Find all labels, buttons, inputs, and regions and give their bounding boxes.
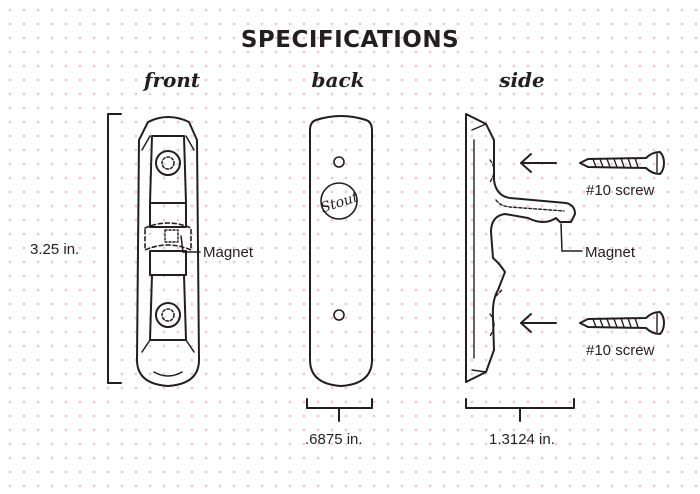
height-dimension-bracket xyxy=(107,113,122,384)
stout-logo-text: Stout xyxy=(319,189,361,216)
front-view-hook xyxy=(136,116,200,387)
height-dimension-label: 3.25 in. xyxy=(30,241,80,258)
screw-label-top: #10 screw xyxy=(586,182,655,199)
back-view-label: back xyxy=(311,68,365,92)
side-magnet-leader xyxy=(560,223,583,252)
side-depth-label: 1.3124 in. xyxy=(489,431,555,448)
back-view-plate xyxy=(309,115,373,387)
arrow-left-icon-bottom xyxy=(520,313,557,333)
side-view-hook xyxy=(465,113,576,383)
back-width-dimension xyxy=(306,398,373,422)
front-magnet-label: Magnet xyxy=(203,244,254,261)
stout-logo-circle xyxy=(320,182,358,220)
screw-label-bottom: #10 screw xyxy=(586,342,655,359)
front-view-label: front xyxy=(143,68,201,92)
side-view-label: side xyxy=(499,68,545,92)
side-magnet-label: Magnet xyxy=(585,244,636,261)
screw-icon-bottom xyxy=(579,311,665,335)
front-magnet-leader xyxy=(180,235,184,253)
screw-icon-top xyxy=(579,151,665,175)
page-title: SPECIFICATIONS xyxy=(240,27,460,53)
side-depth-dimension xyxy=(465,398,575,422)
back-width-label: .6875 in. xyxy=(305,431,363,448)
arrow-left-icon-top xyxy=(520,153,557,173)
